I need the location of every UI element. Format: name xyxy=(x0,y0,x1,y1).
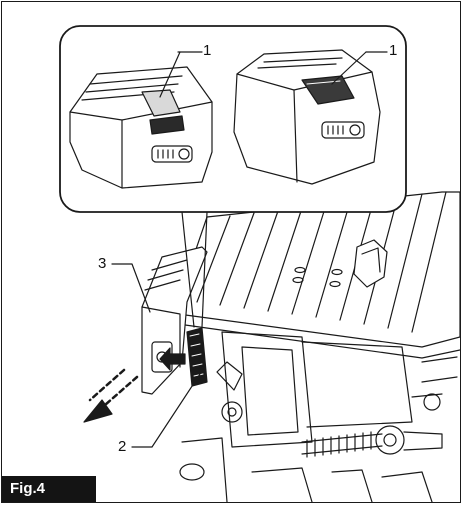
table-saw-body xyxy=(177,191,460,502)
callout-leader-3 xyxy=(111,263,151,313)
battery-detail-inset xyxy=(59,25,407,213)
callout-1-right: 1 xyxy=(389,42,398,59)
callout-1-left: 1 xyxy=(203,42,212,59)
callout-leader-1-right xyxy=(331,51,367,85)
figure-label: Fig.4 xyxy=(2,476,96,502)
callout-leader-line xyxy=(181,211,195,328)
callout-leader-1-left xyxy=(159,51,181,98)
callout-3: 3 xyxy=(98,255,107,272)
callout-leader-2 xyxy=(131,373,201,448)
battery-cartridge-right xyxy=(233,49,381,185)
tool-battery-port xyxy=(83,246,208,423)
callout-leader-line xyxy=(201,211,208,328)
callout-2: 2 xyxy=(118,438,127,455)
battery-cartridge-left xyxy=(69,66,213,189)
